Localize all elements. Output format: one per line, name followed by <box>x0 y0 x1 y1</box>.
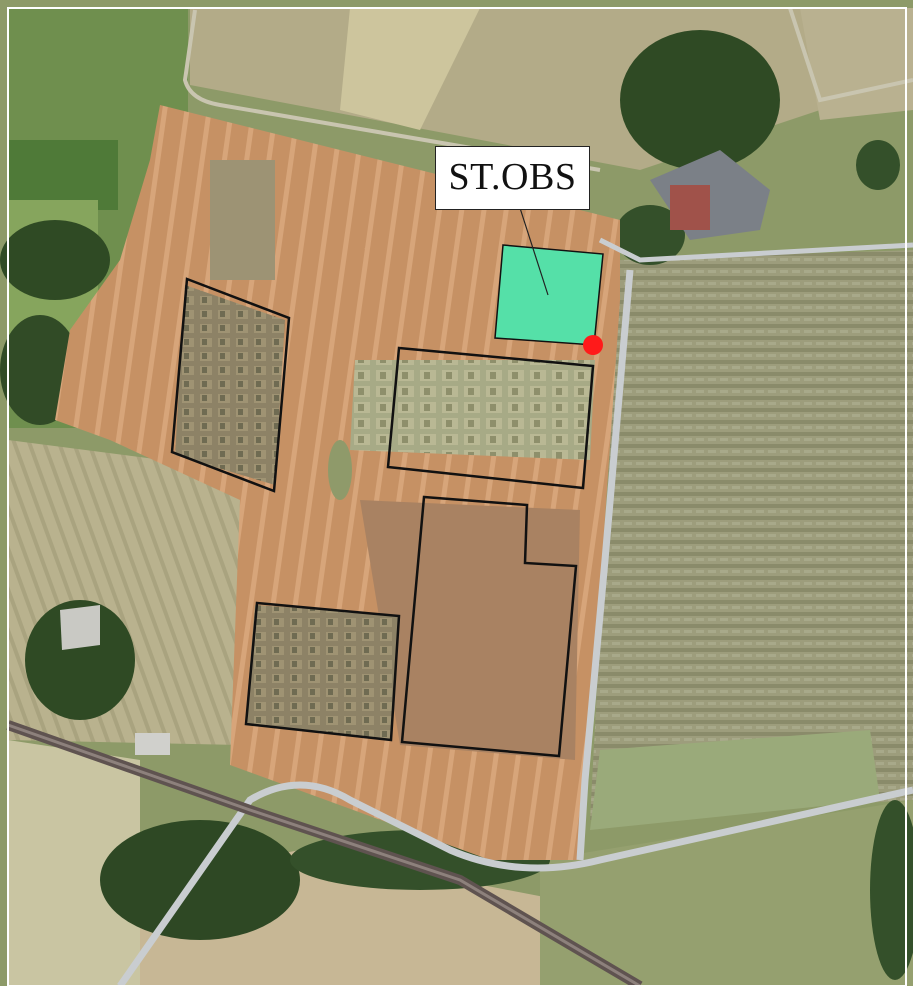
building-west-house <box>60 605 100 650</box>
grass-east-strip <box>590 730 880 830</box>
trial-area-south-left <box>245 605 400 740</box>
plot-outline-south-left[interactable] <box>244 601 401 742</box>
station-plot[interactable] <box>494 244 604 346</box>
trial-area-north <box>210 160 275 280</box>
trees-west-1 <box>0 220 110 300</box>
road-north-west <box>182 9 601 172</box>
crop-field-north-light <box>340 8 480 130</box>
nursery-field-southeast <box>540 800 913 986</box>
trees-east-edge <box>870 800 913 980</box>
plot-outline-central[interactable] <box>386 346 595 490</box>
station-label-callout: ST.OBS <box>435 146 590 210</box>
plot-outline-south-right[interactable] <box>400 495 578 758</box>
trees-northeast <box>856 140 900 190</box>
map-frame <box>7 7 907 986</box>
callout-leader-line <box>519 207 549 296</box>
trees-farmhouse <box>620 30 780 170</box>
railway-line-inner <box>7 723 641 986</box>
trial-area-central <box>350 360 595 460</box>
trees-south <box>100 820 300 940</box>
trees-east-road <box>615 205 685 265</box>
nursery-field-east <box>590 250 913 820</box>
grass-strip-west <box>8 140 118 210</box>
crop-field-northeast <box>800 8 913 120</box>
building-barn-roof <box>670 185 710 230</box>
building-rail-shed <box>135 733 170 755</box>
location-marker-icon[interactable] <box>583 335 603 355</box>
trees-southwest <box>25 600 135 720</box>
grass-patch-field <box>328 440 352 500</box>
trial-area-west <box>175 285 285 485</box>
road-northeast <box>788 7 913 103</box>
plot-outline-west[interactable] <box>170 277 291 493</box>
road-farm <box>598 237 913 263</box>
crop-field-southwest <box>8 740 140 986</box>
road-south <box>117 781 913 986</box>
road-east <box>576 269 634 861</box>
trial-area-south-right <box>360 500 580 760</box>
